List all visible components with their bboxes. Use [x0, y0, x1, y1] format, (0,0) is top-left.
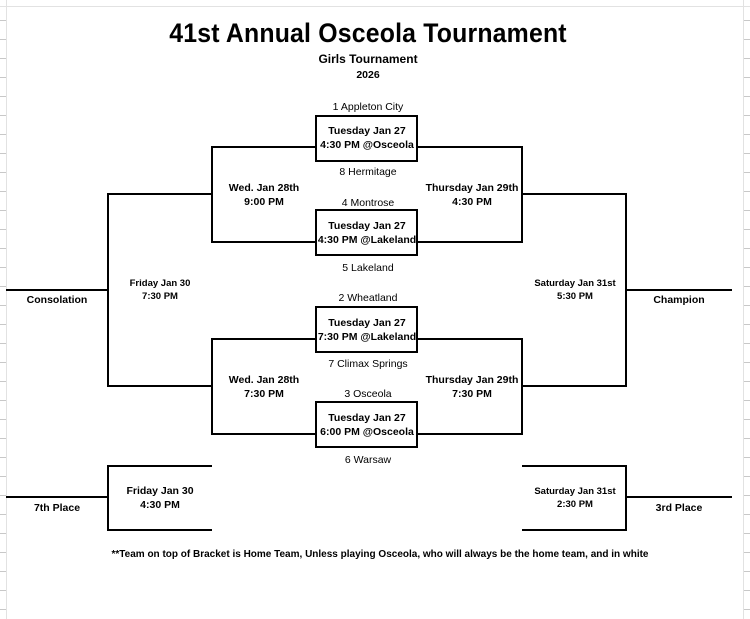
game-4-date: Tuesday Jan 27 [328, 412, 406, 424]
team-seed-4: 4 Montrose [341, 197, 395, 209]
seventh-place-date: Friday Jan 30 [126, 485, 194, 497]
team-seed-7: 7 Climax Springs [328, 358, 408, 370]
semi-left-top-date: Wed. Jan 28th [228, 182, 300, 194]
semi-right-top-info: Thursday Jan 29th 4:30 PM [426, 181, 519, 209]
seventh-place-game-info: Friday Jan 30 4:30 PM [126, 484, 193, 512]
semi-right-top-time: 4:30 PM [452, 196, 492, 208]
game-4-info: Tuesday Jan 27 6:00 PM @Osceola [320, 411, 414, 439]
consolation-time: 7:30 PM [142, 291, 178, 302]
semi-right-bottom-info: Thursday Jan 29th 7:30 PM [426, 373, 519, 401]
third-place-time: 2:30 PM [557, 499, 593, 510]
game-3-time: 7:30 PM @Lakeland [317, 331, 417, 343]
semi-right-top-date: Thursday Jan 29th [425, 182, 519, 194]
team-seed-5: 5 Lakeland [342, 262, 394, 274]
team-seed-3: 3 Osceola [344, 388, 392, 400]
game-box-4 [315, 401, 418, 448]
team-seed-1: 1 Appleton City [332, 101, 404, 113]
consolation-label: Consolation [26, 294, 88, 306]
game-box-3 [315, 306, 418, 353]
semi-right-bottom-time: 7:30 PM [452, 388, 492, 400]
consolation-game-info: Friday Jan 30 7:30 PM [130, 277, 191, 303]
game-3-date: Tuesday Jan 27 [328, 317, 406, 329]
game-1-time: 4:30 PM @Osceola [320, 139, 414, 151]
home-team-footnote: **Team on top of Bracket is Home Team, U… [111, 549, 649, 560]
semi-left-top-time: 9:00 PM [244, 196, 284, 208]
game-3-info: Tuesday Jan 27 7:30 PM @Lakeland [318, 316, 416, 344]
semi-left-top-info: Wed. Jan 28th 9:00 PM [229, 181, 299, 209]
page-title: 41st Annual Osceola Tournament [169, 18, 567, 48]
team-seed-8: 8 Hermitage [339, 166, 397, 178]
game-1-date: Tuesday Jan 27 [328, 125, 406, 137]
game-2-time: 4:30 PM @Lakeland [317, 234, 417, 246]
seventh-place-time: 4:30 PM [140, 499, 180, 511]
championship-time: 5:30 PM [557, 291, 593, 302]
third-place-game-info: Saturday Jan 31st 2:30 PM [534, 485, 615, 511]
semi-left-bottom-time: 7:30 PM [244, 388, 284, 400]
semi-right-bottom-date: Thursday Jan 29th [425, 374, 519, 386]
game-1-info: Tuesday Jan 27 4:30 PM @Osceola [320, 124, 414, 152]
semi-left-bottom-info: Wed. Jan 28th 7:30 PM [229, 373, 299, 401]
third-place-label: 3rd Place [655, 502, 703, 514]
game-4-time: 6:00 PM @Osceola [320, 426, 414, 438]
team-seed-6: 6 Warsaw [344, 454, 392, 466]
championship-date: Saturday Jan 31st [534, 278, 616, 289]
consolation-date: Friday Jan 30 [129, 278, 191, 289]
page-subtitle: Girls Tournament [318, 52, 418, 66]
game-2-info: Tuesday Jan 27 4:30 PM @Lakeland [318, 219, 416, 247]
third-place-date: Saturday Jan 31st [534, 486, 616, 497]
tournament-year: 2026 [356, 69, 380, 81]
championship-game-info: Saturday Jan 31st 5:30 PM [534, 277, 615, 303]
game-box-2 [315, 209, 418, 256]
semi-left-bottom-date: Wed. Jan 28th [228, 374, 300, 386]
game-2-date: Tuesday Jan 27 [328, 220, 406, 232]
seventh-place-label: 7th Place [33, 502, 81, 514]
champion-label: Champion [653, 294, 705, 306]
team-seed-2: 2 Wheatland [338, 292, 398, 304]
game-box-1 [315, 115, 418, 162]
